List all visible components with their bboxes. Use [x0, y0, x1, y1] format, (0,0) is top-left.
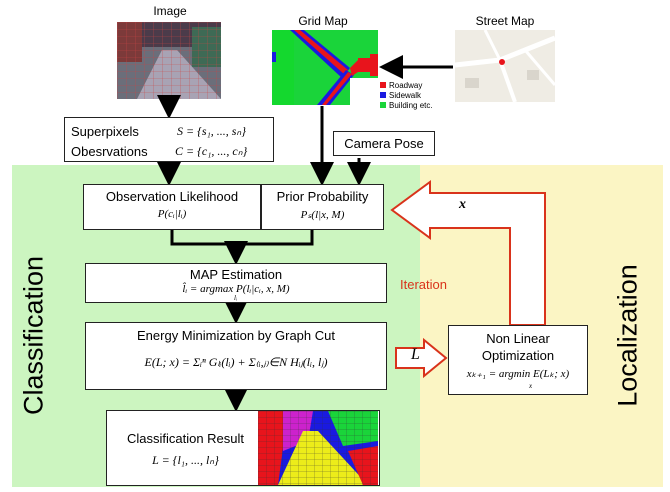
nonlinear-title-line2: Optimization [481, 348, 555, 363]
energy-minimization-title: Energy Minimization by Graph Cut [137, 328, 335, 343]
map-estimation-box: MAP Estimation l̂ᵢ = argmax P(lᵢ|cᵢ, x, … [85, 263, 387, 303]
superpixels-label: Superpixels [71, 124, 139, 139]
roadway-swatch [380, 82, 386, 88]
prior-probability-eq: Pₛ(l|x, M) [300, 209, 345, 221]
legend-building-label: Building etc. [389, 100, 433, 110]
observations-eq: C = {c₁, ..., cₙ} [175, 144, 248, 158]
classification-side-label: Classification [18, 255, 49, 416]
l-arrow [395, 337, 448, 379]
superpixels-box: Superpixels S = {s₁, ..., sₙ} Obesrvatio… [64, 117, 274, 162]
observation-likelihood-box: Observation Likelihood P(cᵢ|lᵢ) [83, 184, 261, 230]
nonlinear-title-line1: Non Linear [486, 331, 550, 346]
observation-likelihood-eq: P(cᵢ|lᵢ) [157, 208, 187, 220]
prior-probability-title: Prior Probability [276, 189, 369, 204]
map-estimation-eq: l̂ᵢ = argmax P(lᵢ|cᵢ, x, M) [182, 283, 290, 295]
nonlinear-eq-subscript: x [529, 382, 533, 390]
map-estimation-eq-subscript: lᵢ [234, 294, 238, 302]
classification-result-image [258, 411, 378, 485]
nonlinear-optimization-box: Non Linear Optimization xₖ₊₁ = argmin E(… [448, 325, 588, 395]
legend-roadway-label: Roadway [389, 80, 423, 90]
legend-roadway: Roadway [380, 80, 433, 90]
legend-sidewalk: Sidewalk [380, 90, 433, 100]
prior-probability-box: Prior Probability Pₛ(l|x, M) [261, 184, 384, 230]
sidewalk-swatch [380, 92, 386, 98]
classification-result-title: Classification Result [126, 431, 245, 446]
x-arrow-label: x [459, 197, 466, 212]
camera-pose-label: Camera Pose [344, 136, 424, 151]
nonlinear-eq: xₖ₊₁ = argmin E(Lₖ; x) [466, 368, 570, 380]
observations-label: Obesrvations [71, 144, 148, 159]
building-swatch [380, 102, 386, 108]
camera-pose-box: Camera Pose [333, 131, 435, 156]
l-arrow-label: L [411, 346, 420, 363]
street-map-image [455, 30, 555, 102]
energy-minimization-box: Energy Minimization by Graph Cut E(L; x)… [85, 322, 387, 390]
grid-map-label: Grid Map [298, 14, 348, 28]
camera-image [117, 22, 221, 99]
energy-minimization-eq: E(L; x) = Σᵢⁿ Gₗᵢ(lᵢ) + Σ₍ᵢ,ⱼ₎∈N Hᵢⱼ(lᵢ,… [144, 355, 328, 369]
legend-building: Building etc. [380, 100, 433, 110]
iteration-label: Iteration [400, 277, 447, 292]
legend-sidewalk-label: Sidewalk [389, 90, 422, 100]
street-map-label: Street Map [475, 14, 535, 28]
superpixels-eq: S = {s₁, ..., sₙ} [177, 124, 246, 138]
localization-side-label: Localization [612, 264, 643, 407]
map-estimation-title: MAP Estimation [189, 267, 283, 282]
classification-result-eq: L = {l₁, ..., lₙ} [152, 453, 219, 467]
image-label: Image [153, 4, 187, 18]
grid-map-image [272, 30, 378, 105]
x-feedback-arrow [390, 180, 546, 326]
observation-likelihood-title: Observation Likelihood [105, 189, 239, 204]
grid-map-legend: Roadway Sidewalk Building etc. [380, 80, 433, 110]
